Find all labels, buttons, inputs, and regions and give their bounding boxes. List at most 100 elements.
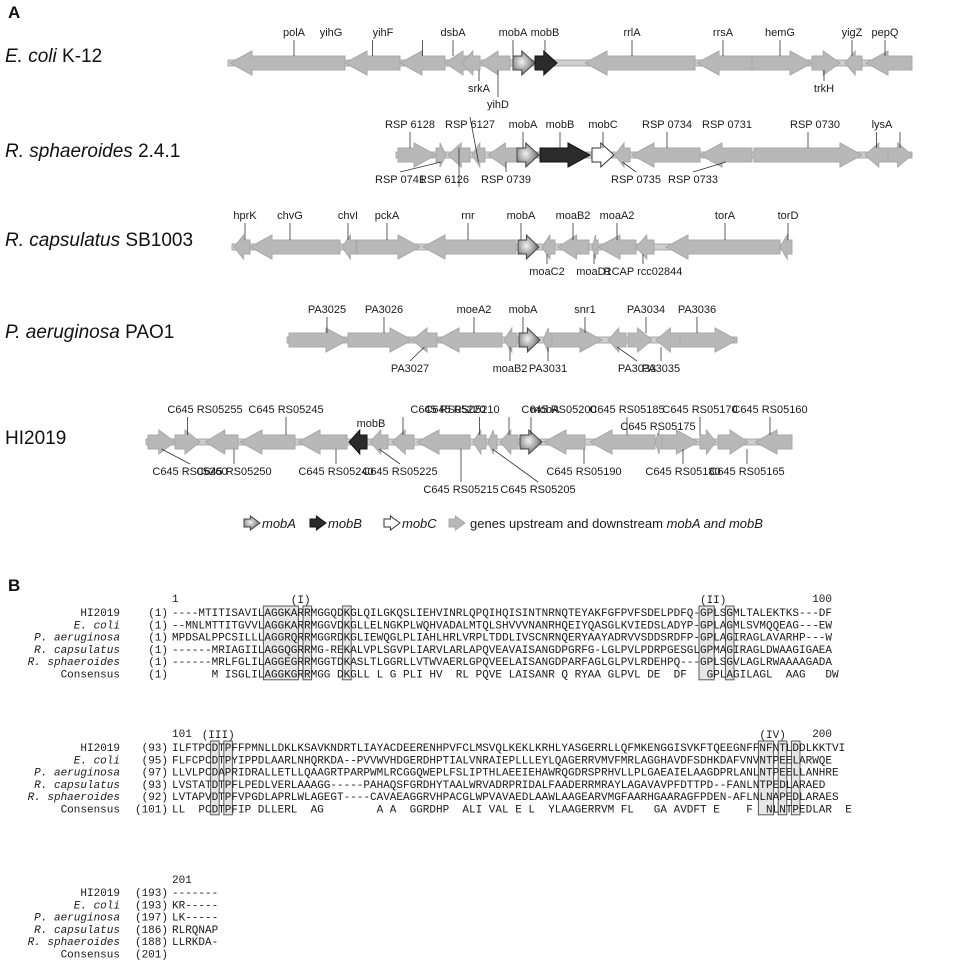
gene-leader-line [469, 116, 479, 163]
gene-label-pa3034: PA3034 [627, 304, 665, 316]
gene-arrow-c645-rs05180 [661, 429, 700, 455]
conserved-motif-box [724, 605, 735, 681]
gene-arrow-pa3027 [411, 326, 438, 354]
gene-arrow-mobb [539, 142, 592, 168]
alignment-seq-residues: LLRKDA- [172, 937, 218, 949]
gene-label-c645-rs05215: C645 RS05215 [423, 484, 498, 496]
alignment-seq-position: (1) [148, 620, 168, 632]
gene-label-srka: srkA [468, 83, 491, 95]
gene-label-c645-rs05205: C645 RS05205 [500, 484, 575, 496]
gene-label-rsp-6127: RSP 6127 [445, 119, 495, 131]
gene-label-pa3027: PA3027 [391, 363, 429, 375]
conserved-motif-box [342, 605, 352, 681]
gene-label-c645-rs05255: C645 RS05255 [167, 404, 242, 416]
alignment-seq-name: E. coli [74, 620, 120, 632]
alignment-seq-name: HI2019 [80, 743, 120, 755]
alignment-seq-residues: M ISGLILAGGKGRRMGG DKGLL L G PLI HV RL P… [172, 670, 839, 682]
alignment-seq-residues: LVSTATDTPFLPEDLVERLAAAGG-----PAHAQSFGRDH… [172, 780, 826, 792]
gene-arrow-moba [516, 141, 540, 169]
gene-arrow-pa3034 [627, 326, 653, 354]
gene-leader-line [492, 448, 539, 483]
conserved-motif-box [777, 740, 788, 816]
gene-label-rcap-rcc02844: RCAP rcc02844 [604, 266, 683, 278]
gene-arrow-rnr [421, 234, 517, 260]
alignment-seq-name: R. capsulatus [34, 645, 120, 657]
gene-arrow-hemg [751, 50, 814, 76]
alignment-seq-name: P. aeruginosa [34, 913, 120, 925]
gene-label-moaa2: moaA2 [600, 210, 635, 222]
gene-label-rsp-0731: RSP 0731 [702, 119, 752, 131]
gene-arrow-rsp-0741 [435, 142, 447, 168]
alignment-seq-residues: MPDSALPPCSILLLAGGRQRRMGGRDKGLIEWQGLPLIAH… [172, 633, 832, 645]
gene-label-pa3025: PA3025 [308, 304, 346, 316]
gene-arrow-rrsa [695, 50, 753, 76]
gene-arrow-trkh [811, 50, 841, 76]
gene-arrow-pa3035 [655, 326, 681, 354]
gene-arrow-c645-rs05185 [588, 429, 656, 455]
alignment-ruler-end: 100 [812, 594, 832, 606]
gene-arrow-moba [518, 326, 541, 354]
gene-label-pola: polA [283, 27, 306, 39]
alignment-seq-residues: LL PCDTPFIP DLLERL AG A A GGRDHP ALI VAL… [172, 805, 852, 817]
alignment-seq-name: HI2019 [80, 608, 120, 620]
gene-arrow-c645-rs05245 [238, 429, 296, 455]
gene-leader-line [399, 161, 442, 173]
alignment-seq-residues: --MNLMTTITGVVLAGGKARRMGGVDKGLLELNGKPLWQH… [172, 620, 832, 632]
alignment-seq-position: (93) [142, 743, 168, 755]
gene-arrow-rsp-0739 [487, 142, 518, 168]
alignment-seq-position: (201) [135, 950, 168, 962]
gene-arrow-mobb [348, 428, 368, 456]
gene-arrow-c645-rs05220 [391, 428, 415, 456]
gene-leader-line [409, 346, 425, 362]
gene-label-c645-rs05160: C645 RS05160 [732, 404, 807, 416]
gene-label-c645-rs05210: C645 RS05210 [424, 404, 499, 416]
gene-arrow-moba [517, 233, 540, 261]
legend-mobA-icon [243, 515, 261, 531]
gene-arrow-rsp-6127 [471, 141, 486, 169]
alignment-seq-name: R. sphaeroides [28, 657, 120, 669]
gene-arrow-pepq [864, 50, 913, 76]
gene-arrow-moad1 [591, 234, 599, 260]
alignment-seq-residues: FLFCPCDTPYIPPDLAARLNHQRKDA--PVVWVHDGERDH… [172, 755, 832, 767]
organism-name-hi2019: HI2019 [5, 428, 67, 449]
conserved-motif-box [757, 740, 775, 816]
alignment-seq-name: Consensus [61, 805, 120, 817]
gene-leader-line [161, 448, 191, 465]
alignment-seq-name: E. coli [74, 755, 120, 767]
gene-arrow-c645-rs05255 [174, 428, 201, 456]
motif-label-2: (II) [700, 595, 726, 607]
legend-other-genes-label: genes upstream and downstream mobA and m… [470, 516, 763, 531]
legend-mobA-label: mobA [262, 516, 296, 531]
gene-arrow-tord [779, 233, 793, 261]
alignment-seq-name: R. capsulatus [34, 925, 120, 937]
alignment-seq-position: (193) [135, 900, 168, 912]
gene-arrow-moac2 [541, 233, 556, 261]
gene-arrow-hprk [233, 233, 251, 261]
gene-arrow-pola [228, 50, 346, 76]
gene-label-mobb: mobB [546, 119, 575, 131]
alignment-seq-name: P. aeruginosa [34, 633, 120, 645]
gene-label-snr1: snr1 [574, 304, 595, 316]
gene-label-pa3035: PA3035 [642, 363, 680, 375]
gene-arrow-mobc [591, 141, 615, 169]
alignment-seq-residues: ILFTPCDTPFFPMNLLDKLKSAVKNDRTLIAYACDEEREN… [172, 743, 845, 755]
alignment-seq-position: (93) [142, 780, 168, 792]
alignment-seq-name: E. coli [74, 900, 120, 912]
gene-arrow-yigz [844, 49, 863, 77]
gene-label-c645-rs05200: C645 RS05200 [521, 404, 596, 416]
gene-label-yigz: yigZ [842, 27, 863, 39]
gene-arrow-mobb [534, 49, 558, 77]
alignment-seq-position: (1) [148, 657, 168, 669]
gene-label-rsp-0741: RSP 0741 [375, 174, 425, 186]
gene-label-yihf: yihF [373, 27, 394, 39]
gene-label-moba: mobA [531, 404, 560, 416]
alignment-seq-name: P. aeruginosa [34, 768, 120, 780]
gene-label-moba: mobA [499, 27, 528, 39]
gene-label-pcka: pckA [375, 210, 400, 222]
gene-arrow-c645-rs05170 [699, 428, 717, 456]
